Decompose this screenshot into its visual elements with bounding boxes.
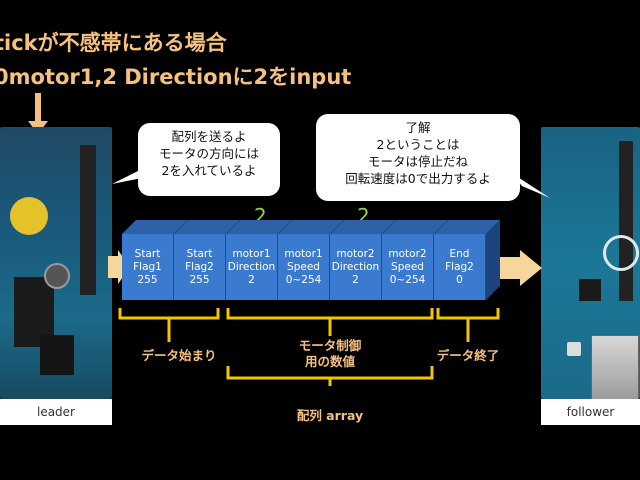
bubble-right-line: 了解 [405, 120, 431, 135]
title-line-2: 0motor1,2 Directionに2をinput [0, 65, 352, 89]
bubble-right-line: モータは停止だね [367, 154, 468, 169]
chip [579, 279, 601, 301]
label-array: 配列 array [296, 408, 364, 423]
array-3d-frame [122, 220, 500, 300]
capacitor [44, 263, 70, 289]
leader-board-image [0, 127, 112, 399]
leader-label: leader [0, 399, 112, 425]
label-motor-control: モータ制御 用の数値 [298, 338, 362, 369]
bubble-left-line: 2を入れているよ [161, 163, 257, 178]
logo-circle [603, 235, 639, 271]
usb-port [591, 335, 639, 399]
label-data-end: データ終了 [436, 348, 500, 363]
speech-bubble-right: 了解 2ということは モータは停止だね 回転速度は0で出力するよ [316, 114, 520, 201]
bubble-left-line: 配列を送るよ [171, 129, 247, 144]
sticker [10, 197, 48, 235]
follower-label: follower [541, 399, 640, 425]
follower-board-image [541, 127, 640, 399]
pin-header [619, 141, 633, 301]
reset-button [567, 342, 581, 356]
bubble-right-line: 回転速度は0で出力するよ [345, 171, 491, 186]
label-data-start: データ始まり [141, 348, 217, 363]
leader-to-array-arrow [108, 250, 130, 284]
bubble-right-tail [510, 172, 550, 198]
pin-header [80, 145, 96, 295]
array-to-follower-arrow [500, 250, 542, 286]
power-jack [40, 335, 74, 375]
bubble-right-line: 2ということは [376, 137, 460, 152]
title-line-1: tickが不感帯にある場合 [0, 31, 227, 55]
bubble-left-line: モータの方向には [158, 146, 259, 161]
speech-bubble-left: 配列を送るよ モータの方向には 2を入れているよ [138, 123, 280, 196]
brackets [118, 308, 500, 386]
